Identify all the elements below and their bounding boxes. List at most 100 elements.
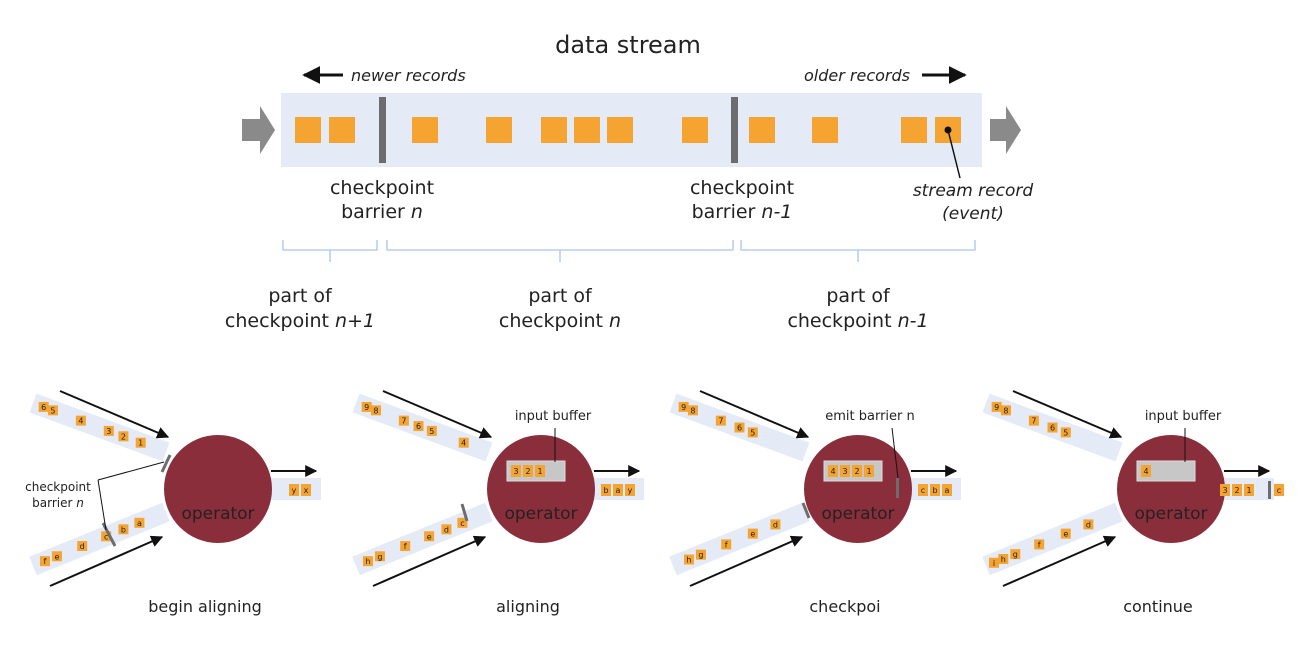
- upper-checkpoint-barrier: [160, 454, 172, 473]
- record-box: [1220, 484, 1230, 496]
- record-label: 8: [1003, 406, 1008, 415]
- record-label: 5: [1063, 428, 1068, 437]
- stream-record-pointer: [947, 129, 961, 179]
- record-label: d: [1086, 520, 1091, 529]
- record-box: [535, 465, 545, 477]
- record-label: 3: [842, 467, 847, 476]
- record-box: [601, 484, 611, 496]
- record-label: 8: [373, 406, 378, 415]
- record-box: [441, 524, 452, 535]
- part-label-line1: part of: [826, 285, 891, 307]
- lower-flow-arrow-icon: [1002, 535, 1117, 587]
- record-box: [51, 551, 62, 562]
- record-label: 5: [429, 427, 434, 436]
- stream-input-arrow-icon: [242, 106, 275, 154]
- stream-record: [812, 117, 838, 143]
- record-label: 9: [364, 403, 369, 412]
- record-label: y: [292, 486, 297, 495]
- record-box: [991, 401, 1002, 412]
- record-box: [1060, 427, 1071, 438]
- record-box: [135, 437, 146, 448]
- record-label: i: [993, 559, 995, 568]
- buffer-pointer: [891, 427, 899, 479]
- record-box: [715, 415, 726, 426]
- record-label: b: [121, 525, 126, 534]
- record-box: [828, 465, 838, 477]
- record-label: d: [444, 525, 449, 534]
- record-label: 7: [718, 417, 723, 426]
- record-label: c: [921, 486, 925, 495]
- record-box: [625, 484, 635, 496]
- record-label: 6: [416, 422, 421, 431]
- stream-title: data stream: [555, 31, 701, 59]
- lower-flow-arrow-icon: [49, 535, 164, 587]
- record-label: 8: [690, 406, 695, 415]
- record-label: 4: [78, 417, 83, 426]
- record-label: h: [686, 556, 691, 565]
- operator-label: operator: [1134, 504, 1207, 524]
- barrier-n-label-line1: checkpoint: [330, 177, 434, 199]
- record-box: [747, 528, 758, 539]
- lower-checkpoint-barrier: [460, 503, 469, 522]
- record-label: 2: [525, 467, 530, 476]
- operator-node: [164, 435, 272, 543]
- checkpoint-brackets: [282, 240, 976, 262]
- record-label: 3: [513, 467, 518, 476]
- upper-flow-arrow-icon: [699, 390, 810, 439]
- record-box: [362, 556, 373, 567]
- record-label: a: [945, 486, 950, 495]
- record-box: [687, 405, 698, 416]
- upper-flow-arrow-icon: [382, 390, 493, 439]
- record-label: 1: [866, 467, 871, 476]
- record-box: [747, 427, 758, 438]
- record-box: [457, 517, 468, 528]
- record-box: [852, 465, 862, 477]
- operator-label: operator: [821, 504, 894, 524]
- panel-caption: checkpoi: [809, 597, 880, 616]
- record-box: [400, 541, 411, 552]
- part-label-line2: checkpoint n-1: [787, 310, 928, 332]
- record-box: [1000, 405, 1011, 416]
- record-label: e: [54, 552, 59, 561]
- record-box: [47, 405, 58, 416]
- record-label: 5: [750, 428, 755, 437]
- record-box: [1047, 422, 1058, 433]
- barrier-n-1-label-line1: checkpoint: [690, 177, 794, 199]
- record-label: g: [1013, 550, 1018, 559]
- lower-checkpoint-barrier: [801, 502, 811, 519]
- record-box: [1244, 484, 1254, 496]
- output-barrier: [1268, 481, 1271, 499]
- lower-flow-arrow-icon: [689, 535, 804, 587]
- panel-caption: continue: [1123, 597, 1193, 616]
- stream-record: [901, 117, 927, 143]
- operator-node: [804, 435, 912, 543]
- record-box: [511, 465, 521, 477]
- record-box: [301, 484, 311, 496]
- record-label: c: [460, 519, 464, 528]
- record-box: [426, 425, 437, 436]
- record-box: [770, 519, 781, 530]
- barrier-annotation-line2: barrier n: [32, 496, 84, 510]
- part-label-line1: part of: [528, 285, 593, 307]
- operator-node: [487, 435, 595, 543]
- stream-record: [574, 117, 600, 143]
- record-box: [1141, 465, 1151, 477]
- record-box: [374, 551, 385, 562]
- record-box: [988, 557, 999, 568]
- record-label: 5: [50, 406, 55, 415]
- record-box: [458, 437, 469, 448]
- record-box: [1232, 484, 1242, 496]
- operator-node: [1117, 435, 1225, 543]
- record-label: 2: [121, 432, 126, 441]
- record-label: 7: [1031, 417, 1036, 426]
- record-box: [370, 405, 381, 416]
- record-box: [930, 484, 940, 496]
- panel-caption: begin aligning: [148, 597, 262, 616]
- lower-flow-arrow-icon: [372, 535, 487, 587]
- emitted-barrier: [896, 478, 899, 498]
- record-box: [38, 401, 49, 412]
- record-box: [734, 422, 745, 433]
